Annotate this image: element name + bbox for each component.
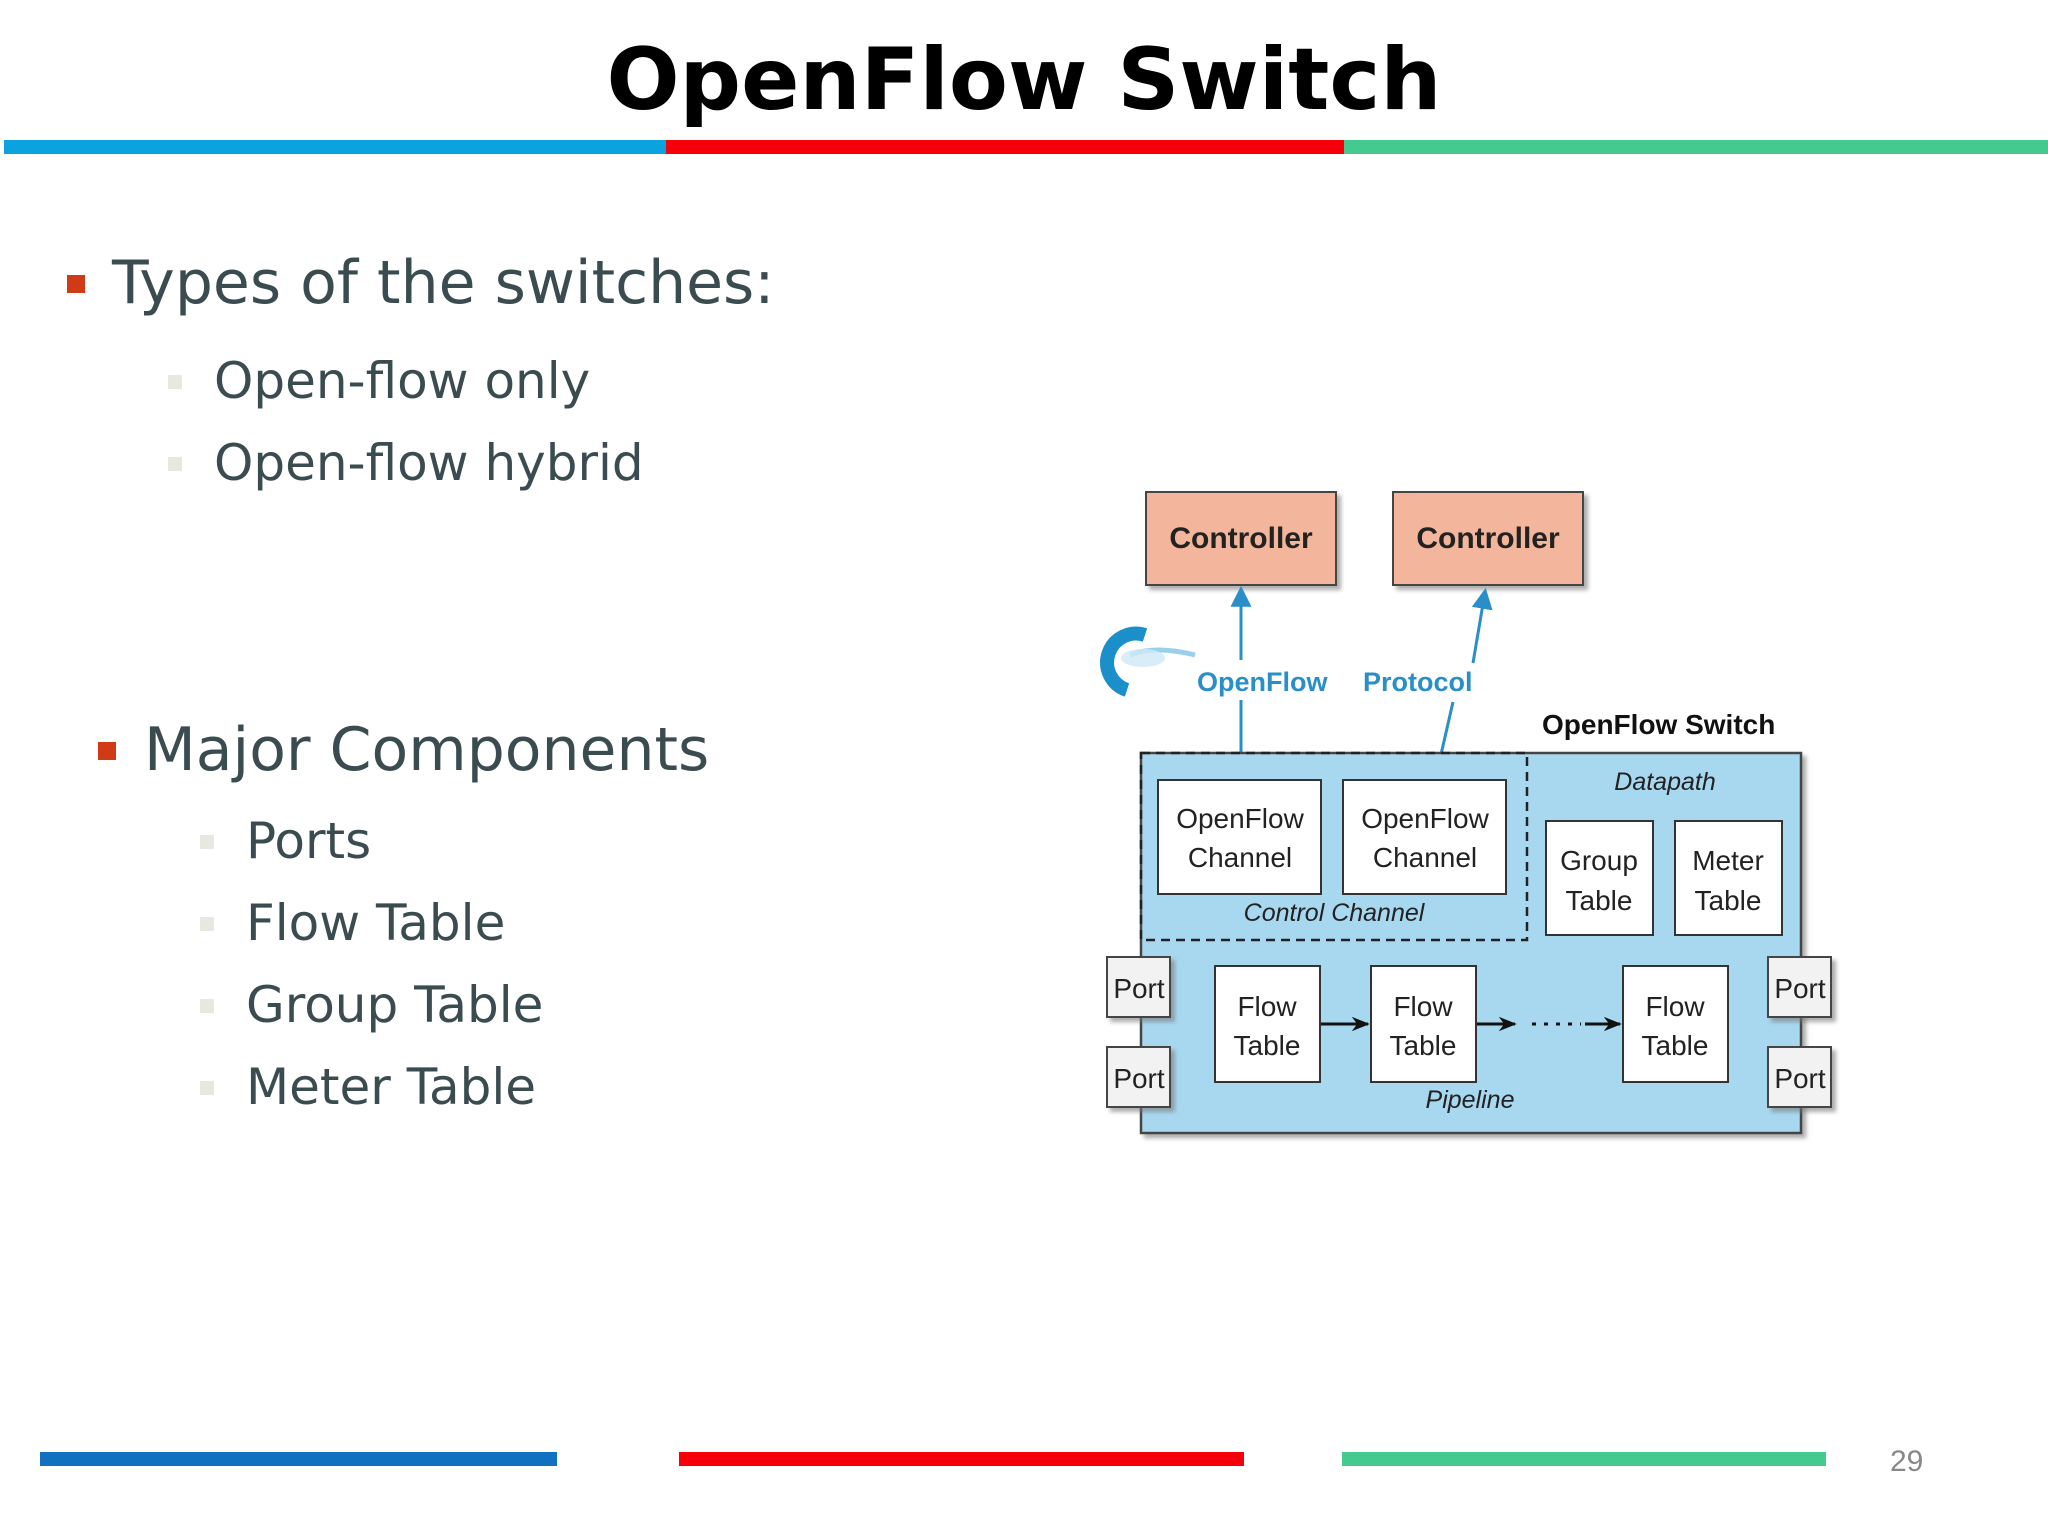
- sub-bullet-square: [168, 457, 182, 471]
- sub-bullet-square: [168, 375, 182, 389]
- group-table-box: Group Table: [1545, 820, 1654, 936]
- switch-label: OpenFlow Switch: [1542, 709, 1775, 740]
- control-channel-region: [1139, 751, 1529, 942]
- list-item: Group Table: [246, 976, 544, 1034]
- top-rule-red: [666, 140, 1344, 154]
- section-heading-types: Types of the switches:: [112, 248, 775, 318]
- pipeline-label: Pipeline: [1426, 1086, 1515, 1114]
- list-item: Open-flow only: [214, 352, 591, 410]
- sub-bullet-square: [200, 835, 214, 849]
- svg-text:Port: Port: [1113, 1063, 1165, 1094]
- openflow-logo-icon: [1100, 626, 1196, 697]
- bottom-rule-green: [1342, 1452, 1826, 1466]
- svg-text:Channel: Channel: [1188, 842, 1292, 873]
- section-heading-components: Major Components: [144, 715, 710, 785]
- list-item: Flow Table: [246, 894, 506, 952]
- openflow-switch-diagram: Controller Controller OpenFlow Protocol …: [1100, 491, 1832, 1135]
- protocol-label-openflow: OpenFlow: [1197, 667, 1328, 697]
- svg-text:Table: Table: [1642, 1030, 1709, 1061]
- openflow-channel-box: OpenFlow Channel: [1157, 779, 1322, 895]
- sub-bullet-square: [200, 917, 214, 931]
- controller-label: Controller: [1416, 522, 1560, 555]
- flow-table-box: Flow Table: [1622, 965, 1729, 1083]
- port-box: Port: [1767, 1046, 1832, 1108]
- svg-text:Channel: Channel: [1373, 842, 1477, 873]
- top-rule-blue: [4, 140, 666, 154]
- svg-text:Flow: Flow: [1645, 991, 1705, 1022]
- flow-table-box: Flow Table: [1214, 965, 1321, 1083]
- controller-box: Controller: [1392, 491, 1584, 586]
- meter-table-box: Meter Table: [1674, 820, 1783, 936]
- protocol-label-protocol: Protocol: [1363, 667, 1473, 697]
- sub-bullet-square: [200, 999, 214, 1013]
- bottom-rule-red: [679, 1452, 1244, 1466]
- openflow-channel-box: OpenFlow Channel: [1342, 779, 1507, 895]
- protocol-arrow-up: [1471, 587, 1493, 664]
- bullet-square: [98, 742, 116, 760]
- svg-text:OpenFlow: OpenFlow: [1176, 803, 1304, 834]
- svg-text:Table: Table: [1695, 885, 1762, 916]
- flow-table-box: Flow Table: [1370, 965, 1477, 1083]
- svg-text:Flow: Flow: [1237, 991, 1297, 1022]
- list-item: Ports: [246, 812, 372, 870]
- svg-text:Table: Table: [1390, 1030, 1457, 1061]
- svg-text:Meter: Meter: [1692, 845, 1764, 876]
- svg-text:Group: Group: [1560, 845, 1638, 876]
- svg-text:OpenFlow: OpenFlow: [1361, 803, 1489, 834]
- svg-text:Port: Port: [1774, 1063, 1826, 1094]
- control-channel-label: Control Channel: [1244, 899, 1426, 927]
- port-box: Port: [1767, 956, 1832, 1018]
- controller-box: Controller: [1145, 491, 1337, 586]
- list-item: Open-flow hybrid: [214, 434, 644, 492]
- top-rule-green: [1344, 140, 2048, 154]
- controller-label: Controller: [1169, 522, 1313, 555]
- page-number: 29: [1890, 1445, 1924, 1478]
- port-box: Port: [1106, 956, 1171, 1018]
- bottom-rule-blue: [40, 1452, 557, 1466]
- datapath-label: Datapath: [1614, 768, 1715, 796]
- slide-title: OpenFlow Switch: [606, 30, 1442, 130]
- bullet-square: [67, 275, 85, 293]
- list-item: Meter Table: [246, 1058, 537, 1116]
- sub-bullet-square: [200, 1081, 214, 1095]
- svg-text:Table: Table: [1566, 885, 1633, 916]
- svg-text:Flow: Flow: [1393, 991, 1453, 1022]
- port-box: Port: [1106, 1046, 1171, 1108]
- svg-text:Port: Port: [1774, 973, 1826, 1004]
- svg-text:Table: Table: [1234, 1030, 1301, 1061]
- svg-text:Port: Port: [1113, 973, 1165, 1004]
